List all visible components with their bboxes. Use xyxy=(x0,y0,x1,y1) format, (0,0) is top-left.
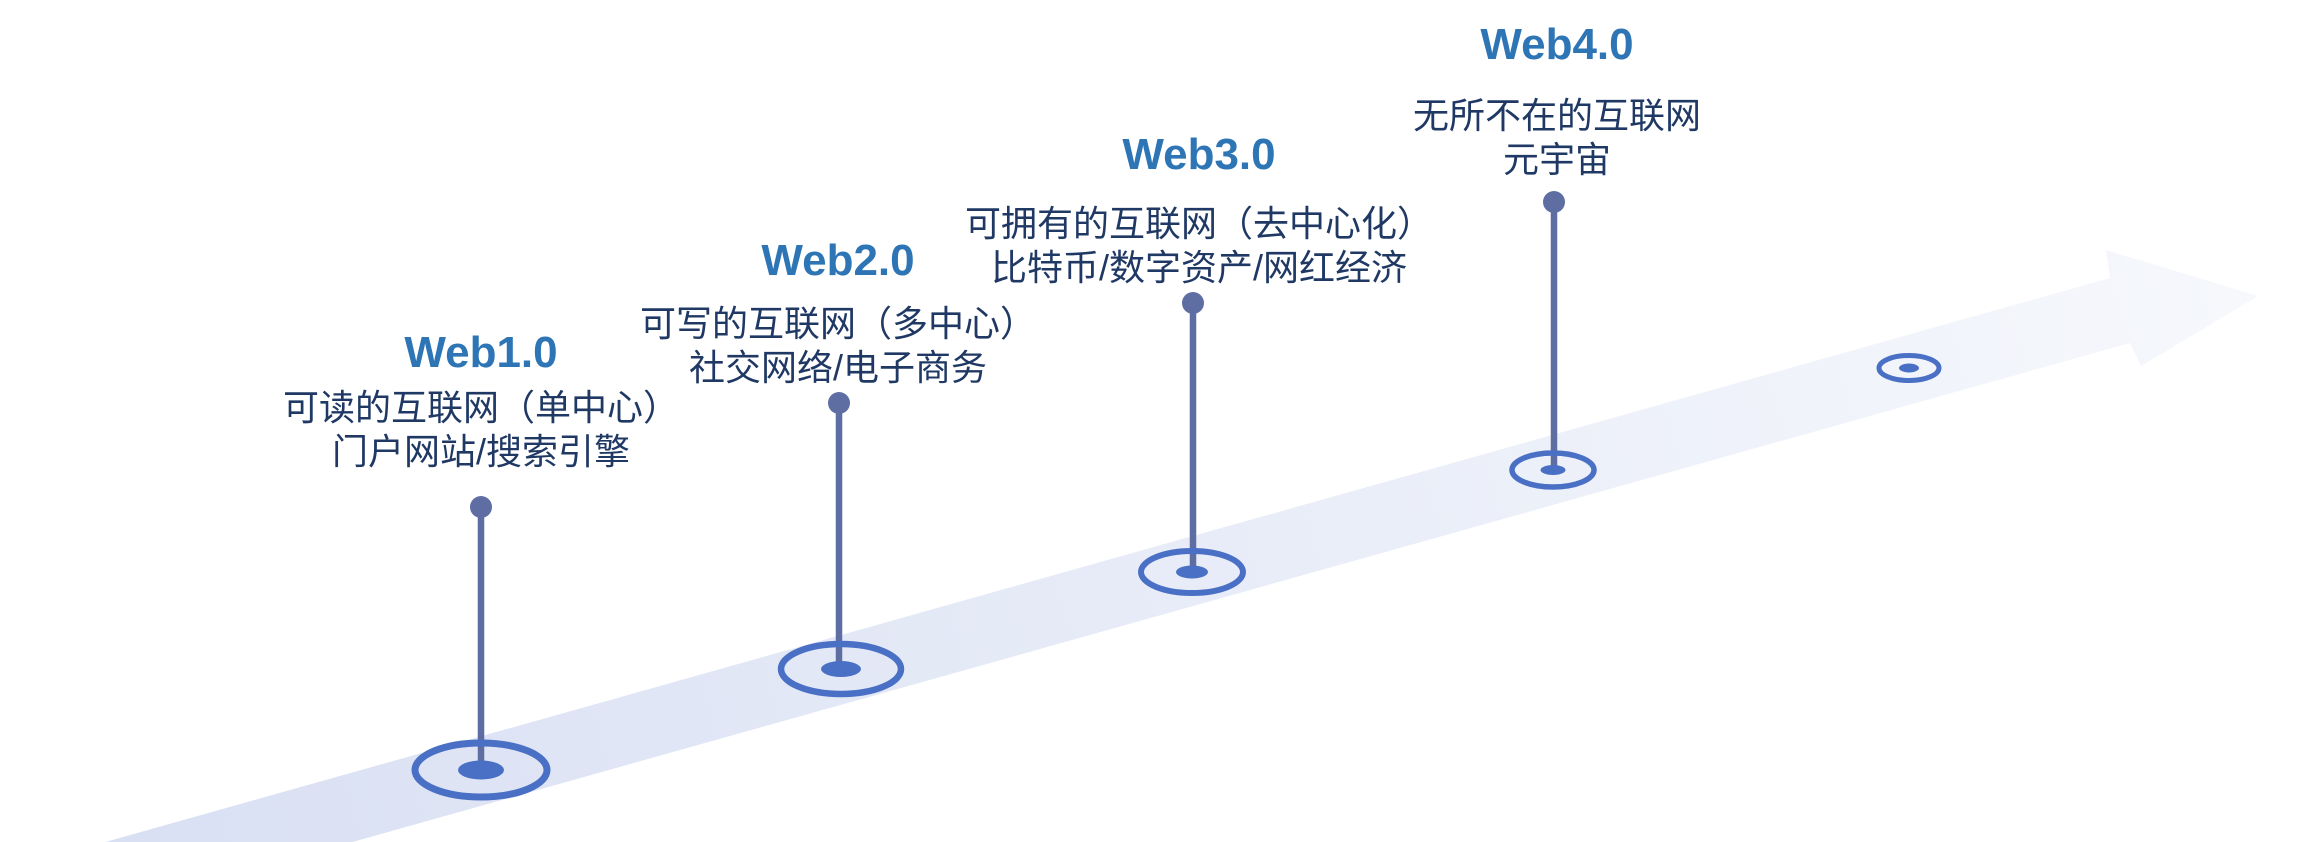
marker-dot xyxy=(1540,465,1566,475)
stage-description: 可读的互联网（单中心） 门户网站/搜索引擎 xyxy=(283,386,679,474)
stage-title: Web2.0 xyxy=(761,236,915,285)
stem-web3 xyxy=(1182,292,1204,572)
marker-dot xyxy=(458,760,504,780)
marker-ring xyxy=(1138,548,1246,596)
marker-ring xyxy=(1876,353,1942,383)
future-marker xyxy=(1876,353,1942,383)
web1-marker xyxy=(411,739,551,801)
web3-marker xyxy=(1138,548,1246,596)
stem-web4 xyxy=(1543,191,1565,470)
timeline-ramp-arrow xyxy=(105,250,2258,842)
marker-dot xyxy=(821,661,861,677)
marker-dot xyxy=(1176,565,1208,579)
web2-marker xyxy=(777,640,905,698)
stage-web3: Web3.0 可拥有的互联网（去中心化） 比特币/数字资产/网红经济 xyxy=(965,130,1433,290)
stage-title: Web4.0 xyxy=(1480,20,1634,69)
stage-description-line: 社交网络/电子商务 xyxy=(688,347,988,389)
stage-description-line: 门户网站/搜索引擎 xyxy=(331,431,631,473)
stage-description-line: 元宇宙 xyxy=(1502,139,1612,181)
stage-description-line: 可拥有的互联网（去中心化） xyxy=(964,203,1434,245)
stem-web2 xyxy=(828,392,850,669)
stage-description-line: 可写的互联网（多中心） xyxy=(639,303,1037,345)
marker-dot xyxy=(1899,363,1919,373)
stem-web1 xyxy=(470,496,492,770)
marker-ring xyxy=(411,739,551,801)
stem-dot xyxy=(1182,292,1204,314)
marker-ring xyxy=(777,640,905,698)
stage-description-line: 比特币/数字资产/网红经济 xyxy=(990,247,1408,289)
stage-description-line: 无所不在的互联网 xyxy=(1412,95,1702,137)
stage-web2: Web2.0 可写的互联网（多中心） 社交网络/电子商务 xyxy=(640,236,1036,390)
stem-dot xyxy=(828,392,850,414)
stage-description-line: 可读的互联网（单中心） xyxy=(282,387,680,429)
stage-web1: Web1.0 可读的互联网（单中心） 门户网站/搜索引擎 xyxy=(283,328,679,474)
stage-title: Web3.0 xyxy=(1122,130,1276,179)
web4-marker xyxy=(1509,450,1597,490)
stage-description: 可写的互联网（多中心） 社交网络/电子商务 xyxy=(640,302,1036,390)
stem-dot xyxy=(1543,191,1565,213)
stage-title: Web1.0 xyxy=(404,328,558,377)
stage-description: 无所不在的互联网 元宇宙 xyxy=(1413,94,1701,182)
stem-dot xyxy=(470,496,492,518)
stage-web4: Web4.0 无所不在的互联网 元宇宙 xyxy=(1413,20,1701,182)
marker-ring xyxy=(1509,450,1597,490)
stage-description: 可拥有的互联网（去中心化） 比特币/数字资产/网红经济 xyxy=(965,202,1433,290)
